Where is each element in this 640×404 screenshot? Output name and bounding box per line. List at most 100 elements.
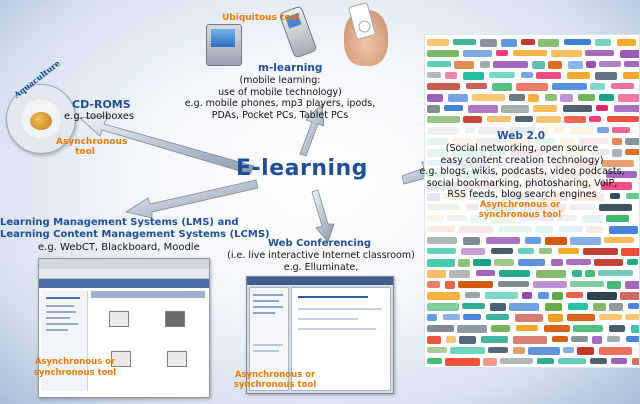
web2-logo-tile <box>532 61 545 69</box>
web2-logo-tile <box>493 160 503 166</box>
web2-logo-tile <box>567 72 590 79</box>
web2-logo-tile <box>560 94 573 102</box>
web2-logo-tile <box>558 248 579 254</box>
web2-logo-tile <box>606 215 629 222</box>
web2-logo-tile <box>612 149 622 157</box>
web2-logo-tile <box>611 83 634 89</box>
web2-logo-tile <box>503 171 521 178</box>
web2-logo-tile <box>570 127 593 135</box>
web2-logo-tile <box>568 149 586 156</box>
web2-logo-tile <box>447 215 467 221</box>
web2-logo-tile <box>553 160 565 167</box>
web2-logo-tile <box>568 61 583 69</box>
web2-logo-tile <box>535 226 553 233</box>
web2-logo-tile <box>621 248 639 256</box>
web2-logo-tile <box>626 336 639 342</box>
web2-logo-tile <box>450 347 485 354</box>
web2-logo-tile <box>596 105 608 111</box>
web2-logo-tile <box>538 292 549 299</box>
web2-logo-tile <box>427 347 447 353</box>
web2-logo-tile <box>563 347 574 353</box>
web2-logo-tile <box>607 336 620 342</box>
webconf-description: (i.e. live interactive Internet classroo… <box>227 250 415 273</box>
web2-logo-tile <box>427 237 457 244</box>
web2-logo-tile <box>545 94 557 101</box>
web2-logo-tile <box>599 347 632 355</box>
web2-logo-tile <box>446 336 456 343</box>
web2-logo-tile <box>520 204 532 212</box>
web2-logo-tile <box>516 83 548 91</box>
web2-logo-tile <box>459 336 476 344</box>
web2-logo-tile <box>552 83 587 90</box>
web2-logo-tile <box>518 248 534 254</box>
web2-logo-tile <box>524 160 549 166</box>
mlearning-title: m-learning <box>258 62 323 74</box>
web2-logo-tile <box>489 72 515 78</box>
web2-logo-tile <box>586 61 596 68</box>
web2-logo-tile <box>465 127 475 133</box>
web2-logo-tile <box>486 314 509 320</box>
web2-logo-tile <box>562 171 580 179</box>
web2-logo-tile <box>450 171 480 179</box>
web2-logo-tile <box>578 94 595 101</box>
web2-logo-tile <box>427 215 444 221</box>
web2-logo-tile <box>552 336 568 342</box>
web2-logo-tile <box>525 237 541 244</box>
web2-logo-tile <box>564 116 586 123</box>
web2-logo-tile <box>463 314 481 320</box>
web2-logo-tile <box>599 314 622 320</box>
web2-logo-tile <box>492 83 512 91</box>
web2-logo-tile <box>533 105 557 112</box>
web2-logo-tile <box>609 325 625 332</box>
web2-logo-tile <box>457 325 487 333</box>
web2-logo-tile <box>566 292 583 298</box>
web2-logo-tile <box>586 226 603 233</box>
web2-logo-tile <box>483 358 497 366</box>
web2-logo-tile <box>590 149 609 155</box>
web2-logo-tile <box>427 336 441 344</box>
web2-logo-tile <box>463 116 482 123</box>
e-learning-title: E-learning <box>236 156 368 181</box>
web2-logo-tile <box>480 39 497 47</box>
web2-logo-tile <box>578 182 596 189</box>
web2-logo-tile <box>528 347 560 355</box>
web2-logo-tile <box>444 105 463 111</box>
web2-logo-tile <box>570 160 598 168</box>
web2-logo-tile <box>461 160 490 168</box>
web2-logo-tile <box>470 215 485 223</box>
web2-logo-tile <box>564 39 591 45</box>
web2-logo-tile <box>599 61 621 67</box>
web2-logo-tile <box>463 182 474 190</box>
web2-logo-tile <box>427 105 440 113</box>
web2-logo-tile <box>427 61 451 67</box>
web2-logo-tile <box>427 325 454 332</box>
web2-logo-tile <box>427 281 440 288</box>
web2-logo-tile <box>538 39 559 47</box>
web2-logo-tile <box>554 127 565 133</box>
web2-logo-tile <box>612 127 630 133</box>
web2-logo-tile <box>445 358 480 366</box>
web2-logo-tile <box>602 160 634 167</box>
web2-logo-tile <box>427 50 459 57</box>
web2-logo-tile <box>620 292 639 300</box>
web2-logo-tile <box>617 39 636 46</box>
web2-logo-tile <box>607 116 639 122</box>
web2-logo-tile <box>557 215 577 221</box>
web2-logo-tile <box>519 215 554 221</box>
web2-logo-tile <box>427 160 458 166</box>
pda-icon <box>206 24 242 66</box>
web2-logo-tile <box>486 237 520 244</box>
web2-logo-tile <box>612 138 622 145</box>
web2-logo-tile <box>544 325 570 332</box>
web2-logo-tile <box>623 72 639 79</box>
web2-logo-tile <box>494 259 514 266</box>
web2-logo-tile <box>427 94 443 102</box>
web2-logo-tile <box>470 193 497 199</box>
arrow-to-webconf <box>311 189 335 243</box>
web2-logo-tile <box>451 149 486 157</box>
web2-logo-tile <box>491 248 513 254</box>
web2-logo-tile <box>585 270 595 277</box>
web2-logo-tile <box>606 171 637 178</box>
